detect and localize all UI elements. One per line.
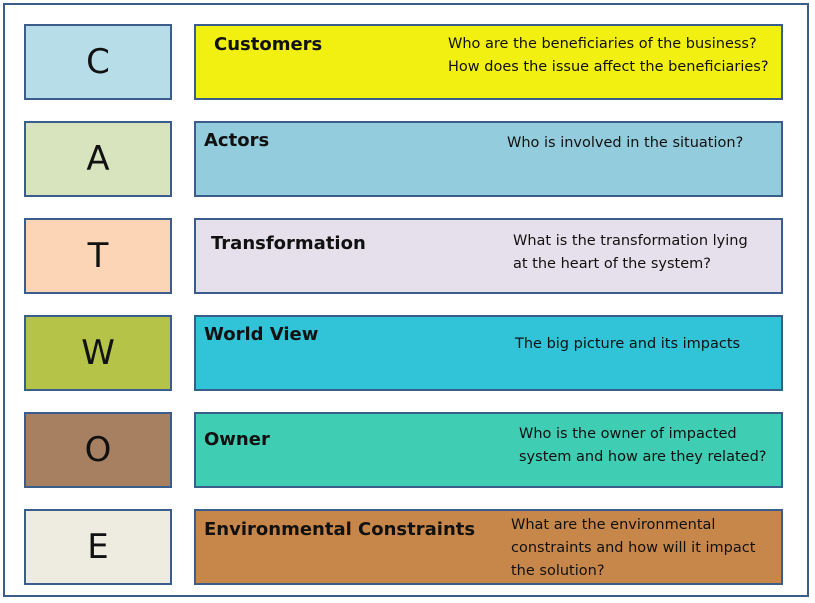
- letter-o: O: [84, 430, 112, 470]
- row-question-world-view: The big picture and its impacts: [515, 333, 740, 356]
- row-title-transformation: Transformation: [211, 233, 366, 254]
- row-title-actors: Actors: [204, 130, 270, 151]
- row-box-actors: Actors Who is involved in the situation?: [194, 121, 783, 197]
- letter-box-e: E: [24, 509, 172, 585]
- row-question-transformation: What is the transformation lying at the …: [513, 230, 748, 276]
- question-line: Who is involved in the situation?: [507, 135, 744, 151]
- question-line: system and how are they related?: [519, 449, 767, 465]
- letter-t: T: [87, 236, 109, 276]
- question-line: The big picture and its impacts: [515, 336, 741, 352]
- diagram-frame: [3, 3, 809, 597]
- question-line: Who is the owner of impacted: [519, 426, 737, 442]
- row-box-owner: Owner Who is the owner of impacted syste…: [194, 412, 783, 488]
- question-line: What are the environmental: [511, 517, 716, 533]
- letter-box-t: T: [24, 218, 172, 294]
- letter-w: W: [81, 333, 115, 373]
- letter-a: A: [86, 139, 110, 179]
- row-box-world-view: World View The big picture and its impac…: [194, 315, 783, 391]
- row-box-transformation: Transformation What is the transformatio…: [194, 218, 783, 294]
- letter-box-c: C: [24, 24, 172, 100]
- letter-box-o: O: [24, 412, 172, 488]
- question-line: the solution?: [511, 563, 605, 579]
- row-question-customers: Who are the beneficiaries of the busines…: [448, 33, 769, 79]
- row-title-world-view: World View: [204, 324, 319, 345]
- letter-box-w: W: [24, 315, 172, 391]
- question-line: at the heart of the system?: [513, 256, 711, 272]
- letter-box-a: A: [24, 121, 172, 197]
- letter-e: E: [87, 527, 109, 567]
- row-title-customers: Customers: [214, 34, 323, 55]
- question-line: constraints and how will it impact: [511, 540, 756, 556]
- row-box-environmental-constraints: Environmental Constraints What are the e…: [194, 509, 783, 585]
- letter-c: C: [86, 42, 110, 82]
- row-question-actors: Who is involved in the situation?: [507, 132, 743, 155]
- row-question-environmental-constraints: What are the environmental constraints a…: [511, 514, 755, 583]
- row-question-owner: Who is the owner of impacted system and …: [519, 423, 766, 469]
- question-line: How does the issue affect the beneficiar…: [448, 59, 769, 75]
- question-line: Who are the beneficiaries of the busines…: [448, 36, 757, 52]
- row-title-owner: Owner: [204, 429, 270, 450]
- row-box-customers: Customers Who are the beneficiaries of t…: [194, 24, 783, 100]
- row-title-environmental-constraints: Environmental Constraints: [204, 519, 476, 540]
- question-line: What is the transformation lying: [513, 233, 748, 249]
